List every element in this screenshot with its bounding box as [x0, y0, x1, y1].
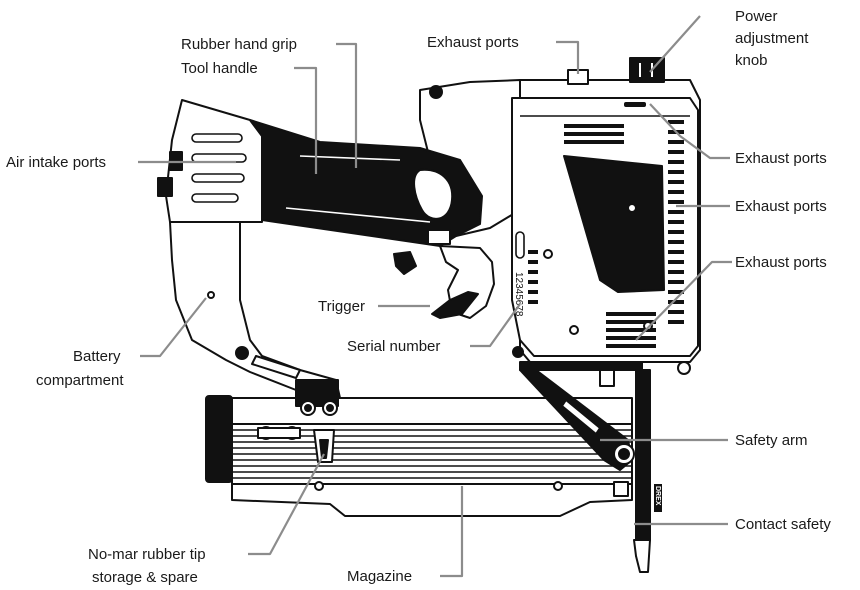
leader-lines [138, 15, 732, 578]
brand-badge: DREX [654, 486, 661, 506]
label-no-mar-1: No-mar rubber tip [88, 546, 206, 563]
label-power-knob-1: Power [735, 8, 778, 25]
magazine [205, 395, 633, 517]
label-exhaust-ports-top: Exhaust ports [427, 34, 519, 51]
label-battery-2: compartment [36, 372, 124, 389]
label-power-knob-3: knob [735, 52, 768, 69]
contact-safety: DREX [613, 369, 662, 573]
battery-compartment [169, 221, 341, 416]
label-tool-handle: Tool handle [181, 60, 258, 77]
label-air-intake-ports: Air intake ports [6, 154, 106, 171]
label-contact-safety: Contact safety [735, 516, 831, 533]
label-exhaust-ports-1: Exhaust ports [735, 150, 827, 167]
label-battery-1: Battery [73, 348, 121, 365]
exhaust-ports-grid-lower [606, 312, 656, 348]
motor-housing: 12345678 [511, 69, 701, 387]
label-exhaust-ports-3: Exhaust ports [735, 254, 827, 271]
safety-arm [519, 369, 635, 471]
callout-labels: Rubber hand grip Tool handle Air intake … [6, 8, 831, 586]
label-trigger: Trigger [318, 298, 365, 315]
exhaust-ports-side [668, 120, 684, 324]
label-magazine: Magazine [347, 568, 412, 585]
label-no-mar-2: storage & spare [92, 569, 198, 586]
serial-digits: 12345678 [513, 272, 524, 317]
label-rubber-hand-grip: Rubber hand grip [181, 36, 297, 53]
label-power-knob-2: adjustment [735, 30, 809, 47]
trigger [393, 245, 495, 319]
rubber-hand-grip [249, 119, 483, 247]
label-serial-number: Serial number [347, 338, 440, 355]
exhaust-ports-grid-upper [564, 124, 624, 144]
label-exhaust-ports-2: Exhaust ports [735, 198, 827, 215]
label-safety-arm: Safety arm [735, 432, 808, 449]
